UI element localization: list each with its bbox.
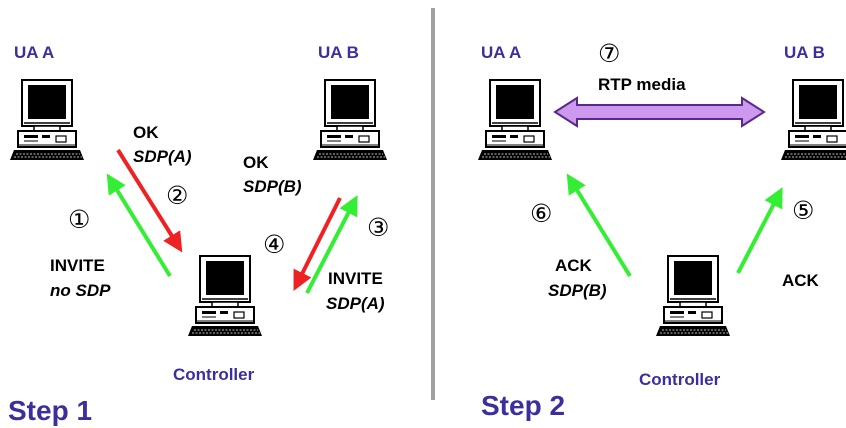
msg-ack-a-line2: SDP(B)	[548, 281, 607, 300]
arrow-ack-sdp-b	[566, 173, 632, 278]
msg-rtp-media: RTP media	[598, 75, 686, 94]
step-number-6: ⑥	[530, 199, 552, 228]
msg-invite-1-line2: no SDP	[50, 281, 111, 300]
computer-icon	[187, 255, 263, 337]
msg-ok-a-line2: SDP(A)	[133, 147, 192, 166]
msg-ok-a-line1: OK	[133, 123, 159, 142]
step-number-4: ④	[263, 230, 285, 259]
step2-ua-a-label: UA A	[481, 43, 521, 62]
step1-ua-b-label: UA B	[318, 43, 359, 62]
computer-icon	[780, 79, 846, 161]
step-number-5: ⑤	[792, 196, 814, 225]
arrow-invite-sdp-a	[305, 195, 358, 294]
arrow-ok-sdp-b	[293, 197, 342, 291]
step1-ua-a-label: UA A	[14, 43, 54, 62]
step2-controller-label: Controller	[639, 370, 721, 389]
arrow-ok-sdp-a	[116, 148, 183, 253]
arrow-invite-no-sdp	[106, 173, 172, 278]
msg-invite-2-line1: INVITE	[328, 269, 383, 288]
msg-ack-a-line1: ACK	[555, 256, 593, 275]
step-number-1: ①	[68, 205, 90, 234]
msg-invite-2-line2: SDP(A)	[326, 294, 385, 313]
msg-ack-b: ACK	[782, 271, 820, 290]
step1-title: Step 1	[8, 395, 92, 426]
computer-icon	[655, 255, 731, 337]
step1-controller-label: Controller	[173, 365, 255, 384]
step-number-3: ③	[367, 213, 389, 242]
msg-invite-1-line1: INVITE	[50, 256, 105, 275]
arrow-ack	[736, 187, 783, 274]
rtp-media-arrow	[553, 96, 766, 128]
msg-ok-b-line2: SDP(B)	[243, 177, 302, 196]
step-number-7: ⑦	[598, 39, 620, 68]
msg-ok-b-line1: OK	[243, 153, 269, 172]
step-number-2: ②	[166, 181, 188, 210]
step2-title: Step 2	[481, 390, 565, 421]
computer-icon	[477, 79, 553, 161]
computer-icon	[312, 79, 388, 161]
computer-icon	[9, 79, 85, 161]
step2-ua-b-label: UA B	[784, 43, 825, 62]
